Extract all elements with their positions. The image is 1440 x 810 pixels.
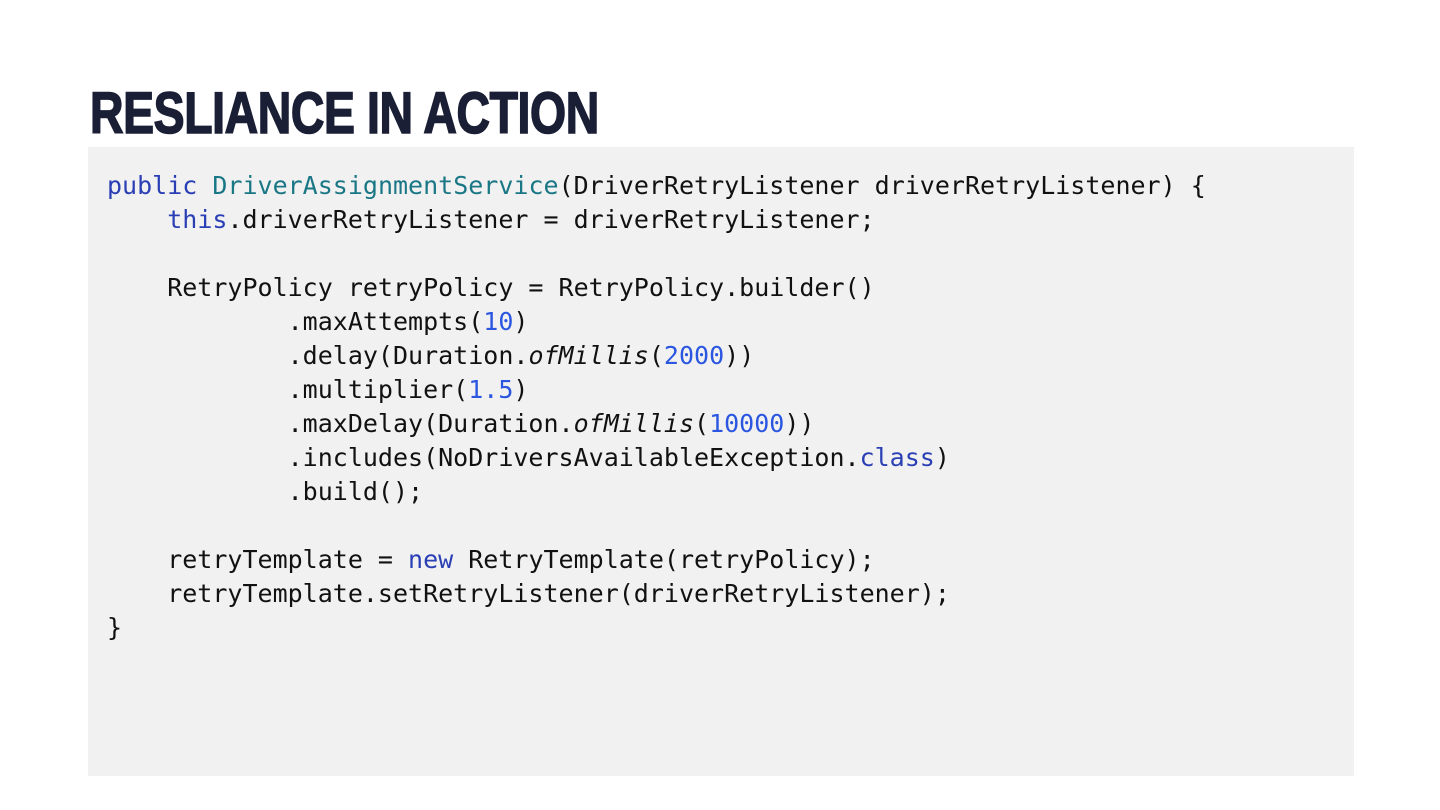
code-line: } (107, 611, 1354, 645)
code-token: (DriverRetryListener driverRetryListener… (558, 171, 1206, 200)
code-token: )) (724, 341, 755, 370)
code-token: retryTemplate.setRetryListener(driverRet… (107, 579, 950, 608)
code-token: RetryPolicy retryPolicy = RetryPolicy.bu… (107, 273, 875, 302)
code-line (107, 237, 1354, 271)
code-line: retryTemplate.setRetryListener(driverRet… (107, 577, 1354, 611)
code-token: ( (694, 409, 710, 438)
code-token: 1.5 (468, 375, 514, 404)
code-token: ) (513, 375, 529, 404)
code-token (197, 171, 212, 200)
code-token: .delay(Duration. (107, 341, 529, 370)
code-token: 2000 (663, 341, 725, 370)
code-line: this.driverRetryListener = driverRetryLi… (107, 203, 1354, 237)
code-line: public DriverAssignmentService(DriverRet… (107, 169, 1354, 203)
code-token: .maxAttempts( (107, 307, 484, 336)
code-token: public (107, 171, 198, 200)
code-token: ofMillis (573, 409, 695, 438)
code-token: .build(); (107, 477, 424, 506)
code-token: )) (784, 409, 815, 438)
code-token (107, 205, 167, 234)
code-token: .multiplier( (107, 375, 469, 404)
code-token: .includes(NoDriversAvailableException. (107, 443, 860, 472)
code-line: RetryPolicy retryPolicy = RetryPolicy.bu… (107, 271, 1354, 305)
code-token: .maxDelay(Duration. (107, 409, 574, 438)
code-line: .delay(Duration.ofMillis(2000)) (107, 339, 1354, 373)
code-token: 10 (483, 307, 514, 336)
code-line: .includes(NoDriversAvailableException.cl… (107, 441, 1354, 475)
code-token: retryTemplate = (107, 545, 409, 574)
code-line: .maxDelay(Duration.ofMillis(10000)) (107, 407, 1354, 441)
code-token: ) (513, 307, 529, 336)
code-block: public DriverAssignmentService(DriverRet… (88, 169, 1354, 645)
page-title: RESLIANCE IN ACTION (89, 80, 600, 146)
code-token: ) (934, 443, 950, 472)
code-token: ( (648, 341, 664, 370)
code-line (107, 509, 1354, 543)
code-token: .driverRetryListener = driverRetryListen… (227, 205, 875, 234)
code-line: .build(); (107, 475, 1354, 509)
code-line: .maxAttempts(10) (107, 305, 1354, 339)
code-token: DriverAssignmentService (212, 171, 559, 200)
code-token: } (107, 613, 123, 642)
code-token: 10000 (709, 409, 785, 438)
code-token: this (167, 205, 228, 234)
code-token: class (859, 443, 935, 472)
code-token: ofMillis (528, 341, 649, 370)
code-line: .multiplier(1.5) (107, 373, 1354, 407)
code-panel: public DriverAssignmentService(DriverRet… (88, 147, 1354, 776)
code-token: RetryTemplate(retryPolicy); (453, 545, 875, 574)
code-line: retryTemplate = new RetryTemplate(retryP… (107, 543, 1354, 577)
code-token: new (408, 545, 454, 574)
code-body: public DriverAssignmentService(DriverRet… (107, 169, 1354, 645)
